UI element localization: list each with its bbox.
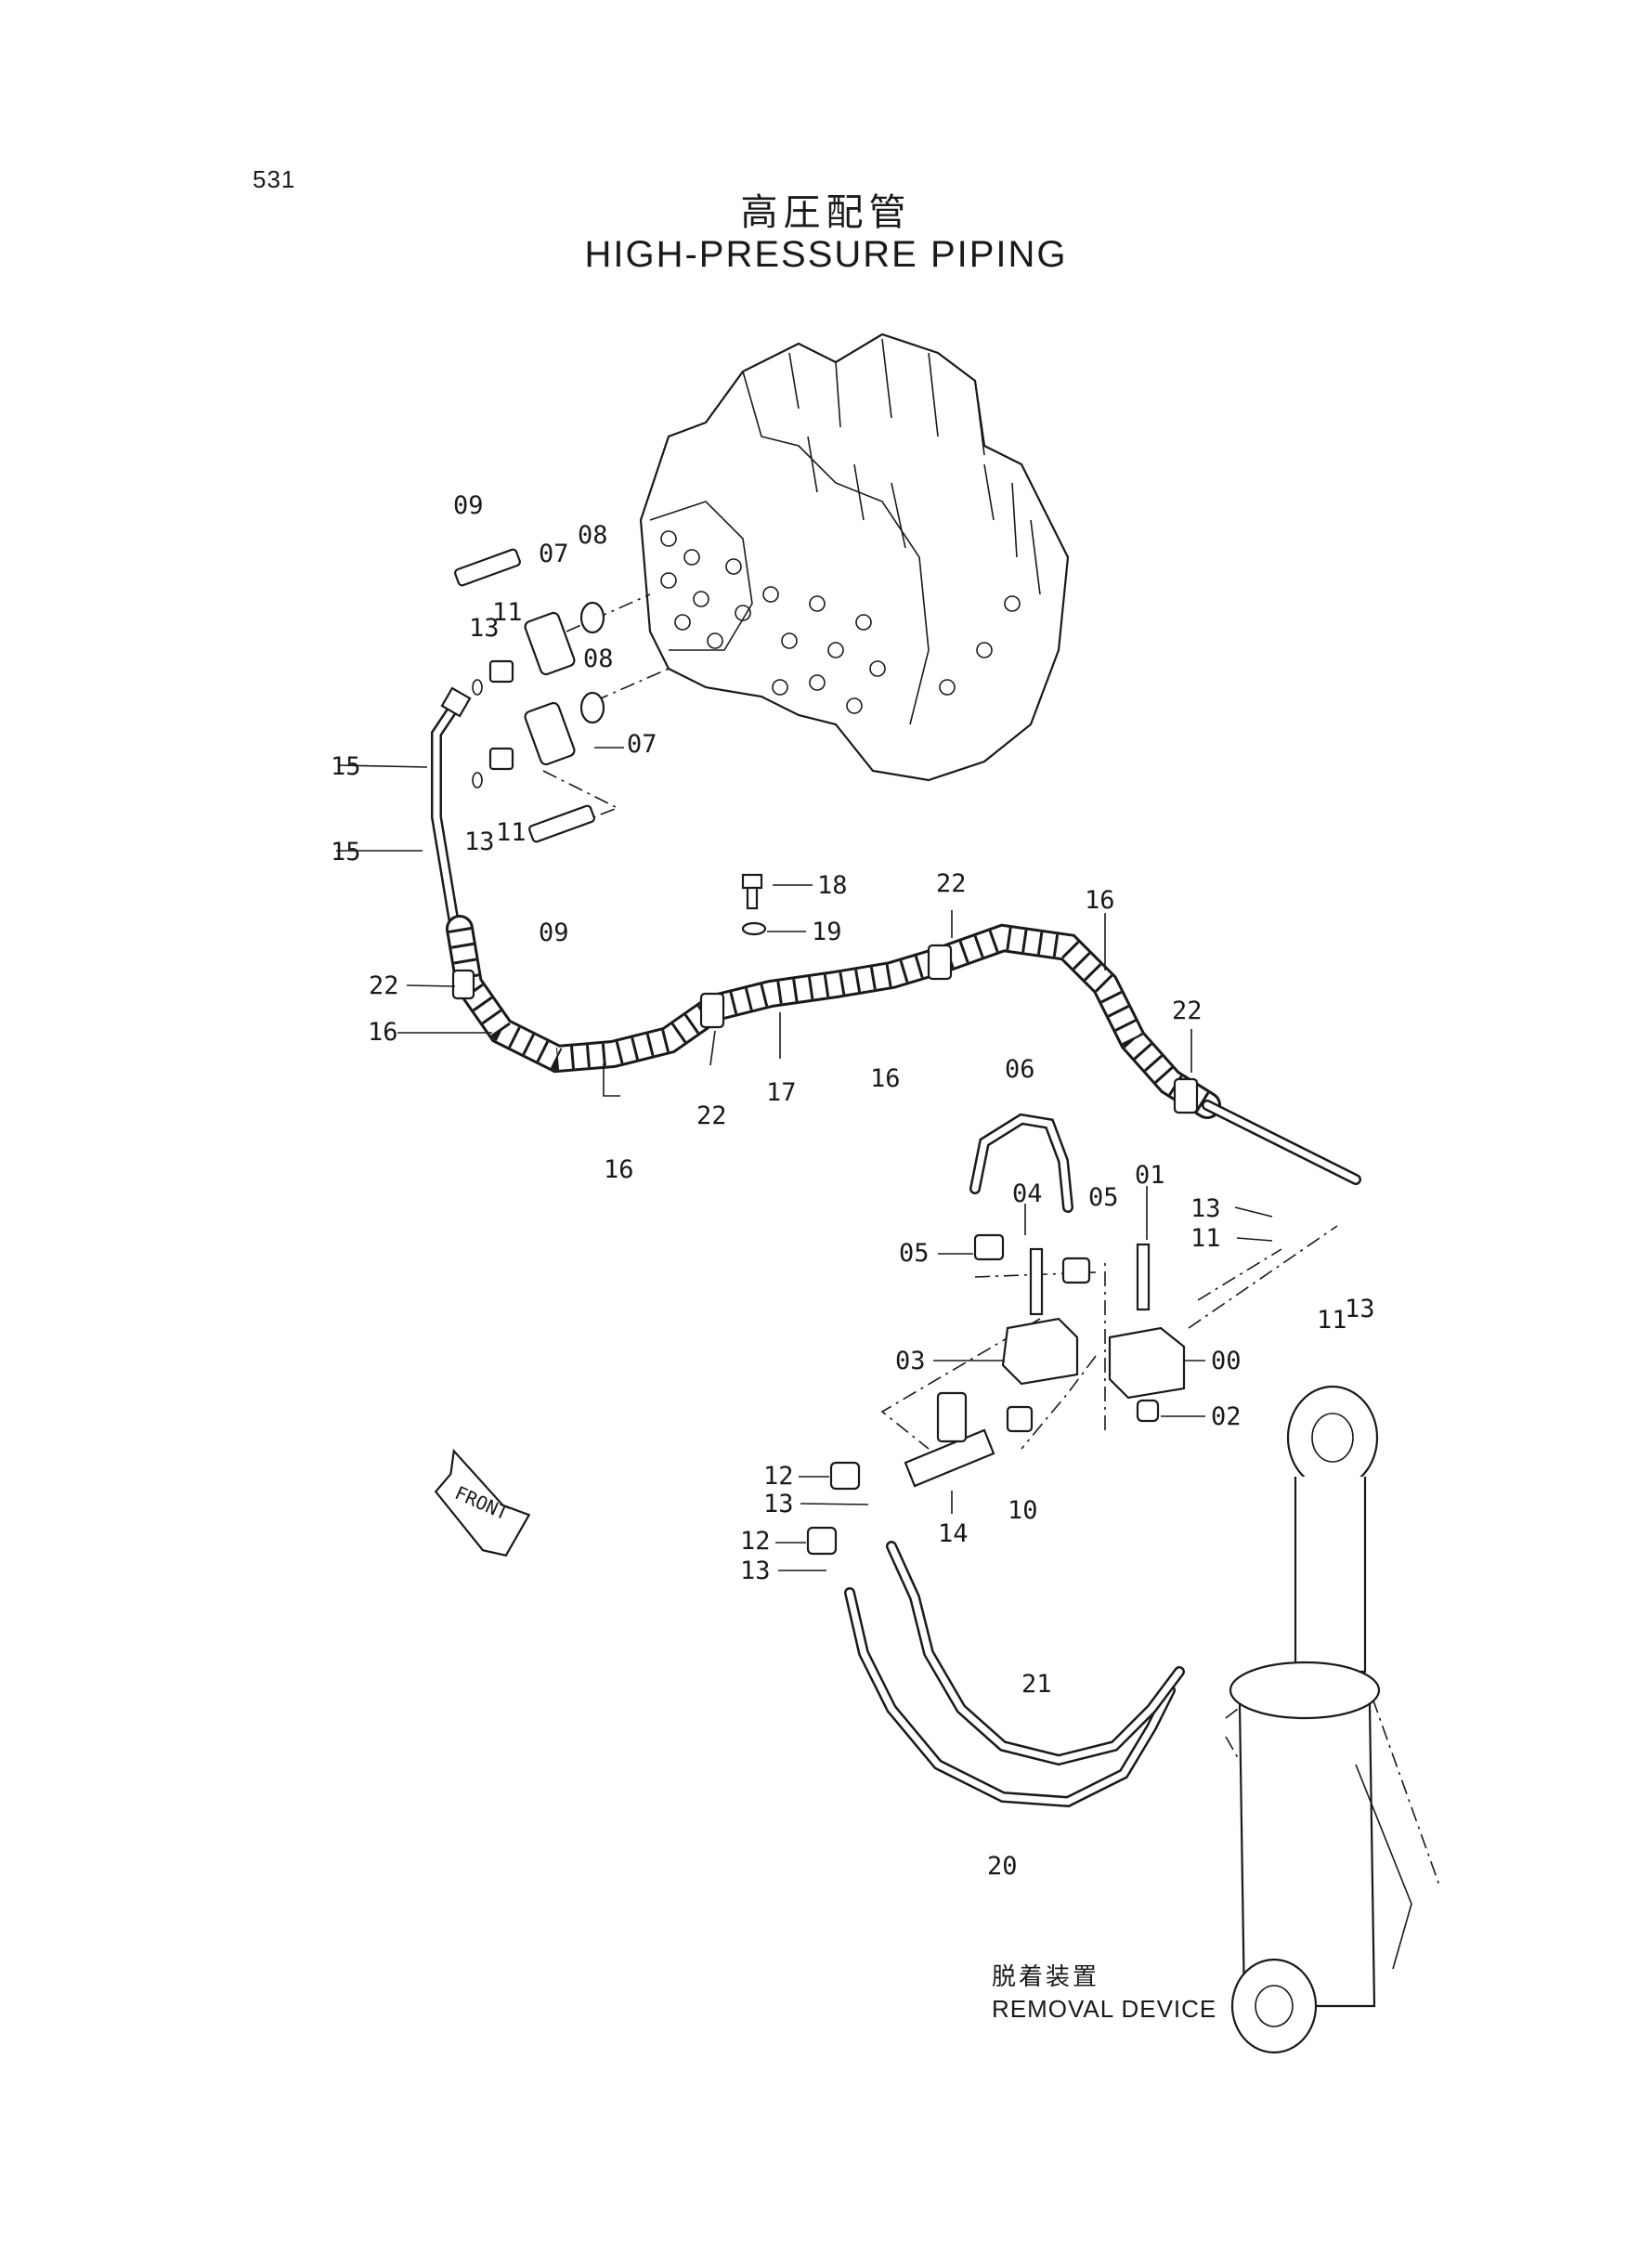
cylinder-drawing (1229, 1385, 1412, 2054)
callout-16: 16 (368, 1018, 398, 1047)
callout-13: 13 (1190, 1194, 1221, 1223)
removal-device-label: REMOVAL DEVICE (992, 1995, 1217, 2023)
removal-device-note: 脱着装置 REMOVAL DEVICE (992, 1961, 1216, 2025)
page-title-japanese: 高圧配管 (740, 191, 912, 234)
manifold-14 (806, 1391, 1034, 1556)
callout-11: 11 (496, 818, 527, 847)
removal-device-label-japanese: 脱着装置 (992, 1963, 1100, 1991)
callout-15: 15 (331, 752, 361, 781)
callout-22: 22 (369, 971, 399, 1000)
callout-09: 09 (539, 919, 569, 947)
callout-09: 09 (453, 491, 484, 520)
callout-16: 16 (870, 1064, 901, 1093)
callout-12: 12 (740, 1527, 771, 1556)
callout-18: 18 (817, 871, 848, 900)
page-title: HIGH-PRESSURE PIPING (584, 234, 1068, 275)
bolt-18-and-washer-19 (741, 873, 767, 936)
callout-08: 08 (578, 521, 608, 550)
callout-leaders (336, 747, 1273, 1571)
callout-17: 17 (766, 1078, 797, 1107)
callout-13: 13 (740, 1557, 771, 1585)
callout-02: 02 (1211, 1402, 1242, 1431)
control-valve-drawing (639, 332, 1070, 782)
callout-00: 00 (1211, 1347, 1242, 1375)
hoses-20-21 (844, 1541, 1185, 1808)
callout-12: 12 (763, 1462, 794, 1491)
callout-14: 14 (938, 1519, 969, 1548)
front-direction-arrow: FRONT (434, 1448, 531, 1557)
protected-hose-16 (446, 915, 1361, 1185)
callout-11: 11 (1190, 1224, 1221, 1253)
callout-05: 05 (899, 1239, 930, 1268)
callout-11: 11 (1317, 1306, 1347, 1335)
callout-19: 19 (812, 918, 842, 946)
callout-01: 01 (1135, 1161, 1165, 1190)
callout-21: 21 (1021, 1670, 1052, 1699)
callout-03: 03 (895, 1347, 926, 1375)
callout-13: 13 (464, 827, 495, 856)
page-number: 531 (253, 165, 296, 193)
valve-port-holes (660, 530, 1021, 714)
callout-13: 13 (1345, 1295, 1375, 1323)
callout-22: 22 (696, 1101, 727, 1130)
callout-22: 22 (936, 869, 967, 898)
callout-22: 22 (1172, 997, 1203, 1025)
callout-07: 07 (539, 540, 569, 568)
steel-pipe-15 (431, 686, 472, 934)
callout-13: 13 (763, 1490, 794, 1518)
callout-08: 08 (583, 645, 614, 673)
callout-13: 13 (469, 614, 500, 643)
callout-15: 15 (331, 838, 361, 866)
callout-20: 20 (987, 1852, 1018, 1881)
callout-07: 07 (627, 730, 657, 759)
callout-06: 06 (1005, 1055, 1035, 1084)
callout-11: 11 (492, 598, 523, 627)
callout-04: 04 (1012, 1179, 1043, 1208)
hose-clamps (451, 944, 1199, 1114)
callout-10: 10 (1008, 1496, 1038, 1525)
callout-16: 16 (1085, 886, 1115, 915)
flange-parts (454, 548, 605, 843)
callout-05: 05 (1088, 1183, 1119, 1212)
valve-blocks (969, 1113, 1186, 1423)
callout-16: 16 (604, 1155, 634, 1184)
callout-labels: 09 07 08 13 11 08 07 13 11 09 15 15 22 1… (331, 491, 1375, 1881)
